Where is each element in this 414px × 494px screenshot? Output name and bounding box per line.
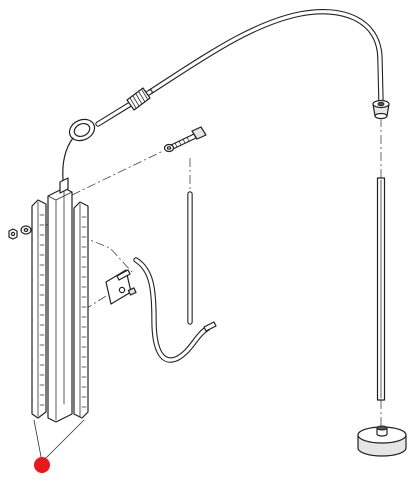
cable-end-ring bbox=[68, 118, 96, 142]
callout-marker[interactable] bbox=[34, 457, 50, 473]
right-side-rail bbox=[73, 201, 89, 419]
vertical-rod bbox=[376, 177, 386, 401]
round-base bbox=[357, 425, 407, 457]
hex-bolt bbox=[170, 126, 207, 150]
overhead-cable-arch bbox=[95, 9, 384, 127]
bolt-washer bbox=[163, 143, 175, 153]
threaded-coupler bbox=[126, 87, 151, 111]
grommet-cap bbox=[372, 99, 390, 120]
mounting-bracket bbox=[105, 269, 137, 305]
center-column bbox=[47, 177, 73, 423]
loop-wire bbox=[133, 257, 217, 363]
callout-leader-lines bbox=[33, 419, 85, 463]
hex-nut bbox=[8, 228, 18, 240]
left-side-rail bbox=[31, 199, 47, 419]
lead-wire bbox=[62, 137, 74, 181]
flat-washer bbox=[20, 225, 32, 235]
